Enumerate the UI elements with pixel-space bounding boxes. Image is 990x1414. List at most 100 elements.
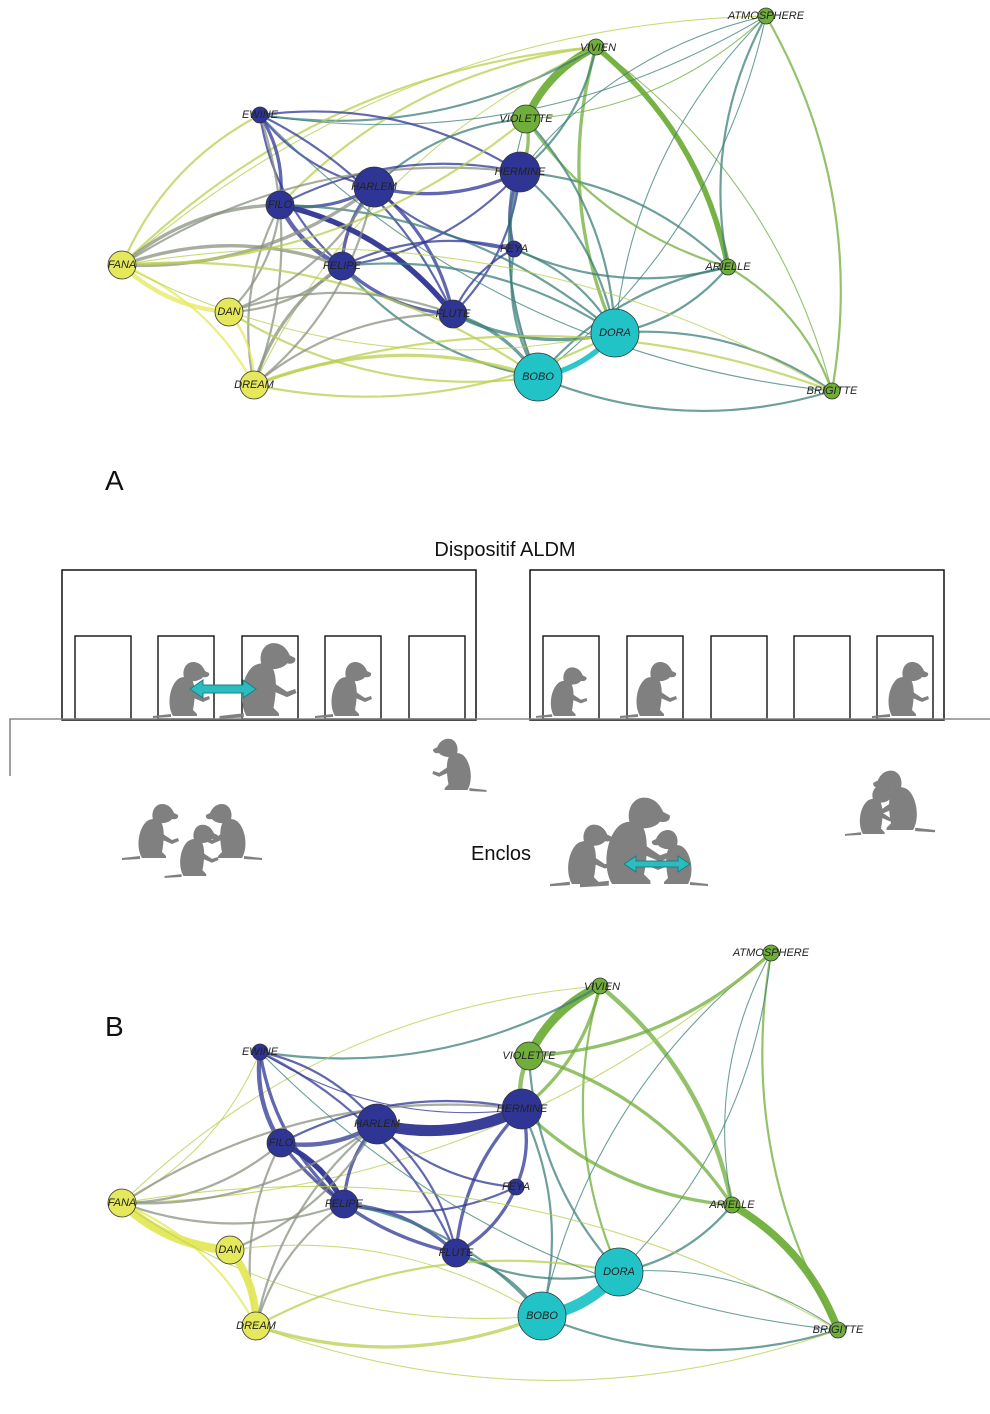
- test-cell-1: [74, 635, 132, 720]
- panel-b-node-brigitte: [829, 1321, 847, 1339]
- panel-b-node-dream: [241, 1311, 271, 1341]
- panel-a-node-label-ewine: EWINE: [242, 109, 279, 121]
- baboon-cell-6: [536, 667, 588, 718]
- panel-b-node-hermine: [501, 1088, 543, 1130]
- panel-b-edge-fana-harlem: [120, 1122, 379, 1205]
- panel-a-edge-atmosphere-dora: [614, 15, 767, 334]
- panel-b-edge-vivien-ewine: [258, 984, 602, 1060]
- panel-a-edge-vivien-filo: [278, 45, 598, 207]
- device-test-cells: [74, 635, 934, 720]
- panel-b-edge-arielle-brigitte: [728, 1201, 842, 1334]
- panel-a-edge-bobo-brigitte: [536, 375, 834, 413]
- enclosure-label: Enclos: [471, 843, 531, 865]
- baboon-group-left-3: [205, 804, 262, 860]
- panel-a-node-flute: [438, 299, 468, 329]
- panel-a-node-brigitte: [823, 382, 841, 400]
- device-title: Dispositif ALDM: [434, 539, 575, 561]
- panel-b-node-dora: [594, 1247, 644, 1297]
- panel-b-node-arielle: [723, 1196, 741, 1214]
- panel-a-node-label-fana: FANA: [108, 259, 137, 271]
- panel-b-node-label-feya: FEYA: [502, 1181, 530, 1193]
- panel-a-edge-felipe-dora: [340, 262, 617, 335]
- panel-b-node-harlem: [356, 1103, 398, 1145]
- baboon-silhouettes: [122, 643, 935, 888]
- panel-b-edge-atmosphere-fana: [121, 952, 772, 1204]
- panel-a-edges: [119, 14, 842, 413]
- panel-a-node-label-arielle: ARIELLE: [704, 261, 751, 273]
- baboon-cell-3-large: [219, 643, 297, 719]
- aldm-device-schematic: Dispositif ALDM Enclos: [9, 539, 990, 888]
- panel-b-edge-harlem-flute: [375, 1122, 458, 1255]
- panel-a-edge-violette-dora: [524, 117, 617, 335]
- panel-a-node-felipe: [327, 251, 357, 281]
- panel-a-edge-dan-flute: [227, 291, 455, 316]
- ground-line: [9, 718, 990, 776]
- panel-b-node-label-atmosphere: ATMOSPHERE: [732, 947, 810, 959]
- panel-b-node-label-felipe: FELIPE: [325, 1198, 364, 1210]
- panel-b-node-felipe: [329, 1189, 359, 1219]
- panel-a-node-feya: [505, 240, 523, 258]
- panel-a-edge-dan-harlem: [227, 185, 376, 314]
- panel-a-node-label-brigitte: BRIGITTE: [807, 385, 858, 397]
- panel-a-edge-vivien-arielle: [593, 44, 731, 270]
- panel-b-edge-brigitte-ewine: [259, 1051, 839, 1331]
- baboon-group-left-1: [122, 804, 179, 860]
- panel-b-edge-bobo-brigitte: [540, 1314, 840, 1352]
- panel-a-edge-filo-flute: [277, 202, 456, 317]
- baboon-group-center-1: [550, 824, 613, 887]
- panel-a-node-label-dan: DAN: [217, 306, 240, 318]
- panel-b-node-violette: [514, 1041, 544, 1071]
- panel-a-edge-dream-flute: [252, 312, 455, 387]
- panel-b-node-label-flute: FLUTE: [439, 1247, 475, 1259]
- panel-a-node-fana: [107, 250, 137, 280]
- panel-a-node-label-harlem: HARLEM: [351, 181, 398, 193]
- panel-b-node-dan: [215, 1235, 245, 1265]
- panel-b-edge-dream-brigitte: [255, 1325, 839, 1381]
- panel-a-edge-dora-brigitte: [613, 330, 834, 393]
- panel-b-edge-ewine-fana: [121, 1051, 261, 1204]
- panel-a-node-dan: [214, 297, 244, 327]
- baboon-group-right-1: [845, 785, 897, 836]
- test-cell-9: [793, 635, 851, 720]
- panel-a-edge-harlem-violette: [372, 117, 528, 189]
- panel-a-edge-arielle-brigitte: [726, 265, 834, 393]
- panel-b-node-feya: [507, 1178, 525, 1196]
- panel-b-edge-dream-bobo: [254, 1314, 544, 1349]
- panel-a-edge-vivien-dream: [253, 46, 597, 386]
- test-cell-5: [408, 635, 466, 720]
- panel-b-edge-hermine-arielle: [520, 1107, 734, 1207]
- panel-a-node-label-vivien: VIVIEN: [580, 42, 616, 54]
- panel-b-node-label-fana: FANA: [108, 1197, 137, 1209]
- panel-a-node-arielle: [719, 258, 737, 276]
- panel-a-node-label-felipe: FELIPE: [323, 260, 362, 272]
- panel-a-node-dream: [239, 370, 269, 400]
- panel-a-edge-atmosphere-arielle: [719, 14, 768, 269]
- panel-a-node-dora: [590, 308, 640, 358]
- panel-a-edge-ewine-fana: [120, 113, 262, 267]
- panel-b-edge-dream-dora: [254, 1259, 621, 1328]
- panel-a-edge-atmosphere-brigitte: [764, 14, 842, 393]
- baboon-cell-10: [872, 662, 929, 718]
- panel-b-node-vivien: [591, 977, 609, 995]
- panel-a-edge-felipe-dream: [252, 264, 344, 387]
- baboon-group-left-2: [164, 824, 219, 878]
- panel-b-edge-felipe-fana: [120, 1201, 346, 1225]
- panel-a-edge-felipe-bobo: [340, 264, 540, 379]
- panel-b-node-label-filo: FILO: [269, 1137, 294, 1149]
- panel-a-node-vivien: [587, 38, 605, 56]
- panel-a-edge-fana-hermine: [120, 166, 522, 267]
- panel-a-edge-hermine-felipe: [340, 170, 522, 268]
- panel-a-node-label-flute: FLUTE: [436, 308, 472, 320]
- panel-a-edge-fana-dream: [120, 263, 256, 387]
- baboon-group-right-2: [872, 770, 935, 833]
- panel-b-node-label-vivien: VIVIEN: [584, 981, 620, 993]
- panel-a-edge-filo-dream: [247, 203, 282, 387]
- panel-a-edge-vivien-dora: [577, 45, 617, 335]
- panel-b-edge-hermine-filo: [279, 1099, 524, 1145]
- panel-b-node-atmosphere: [762, 944, 780, 962]
- panel-a-edge-filo-fana: [120, 203, 282, 267]
